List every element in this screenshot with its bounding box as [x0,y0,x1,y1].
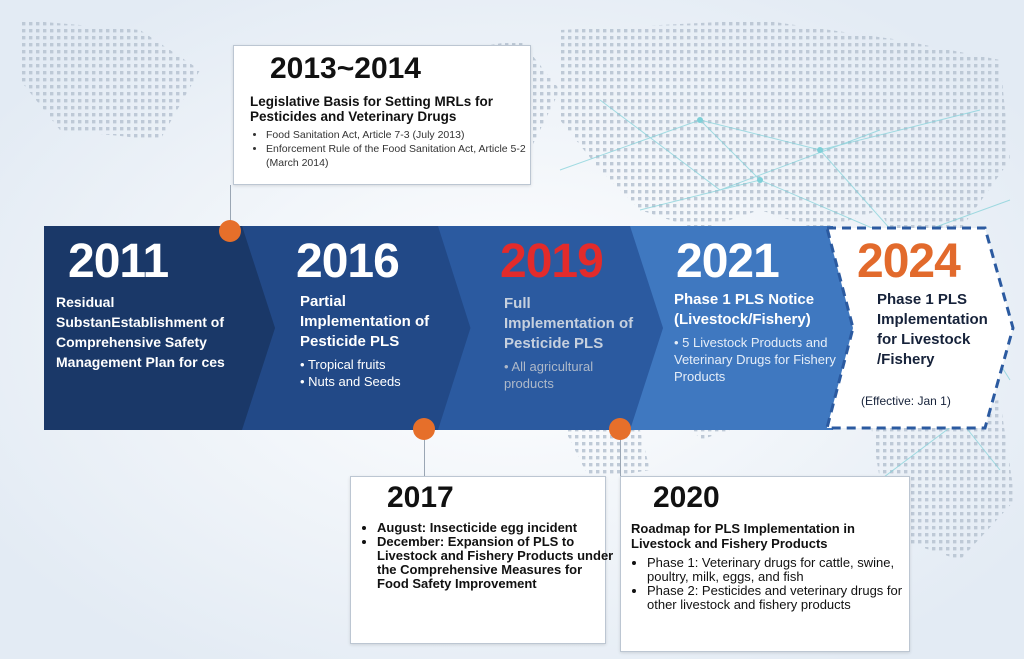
step-year: 2016 [296,235,400,288]
timeline-step-2021: 2021 Phase 1 PLS Notice (Livestock/Fishe… [630,226,866,430]
callout-2020: 2020 Roadmap for PLS Implementation in L… [620,476,910,652]
step-bullet: All agricultural products [504,358,634,392]
step-year: 2021 [676,235,780,288]
step-note: (Effective: Jan 1) [861,394,951,408]
callout-title: Legislative Basis for Setting MRLs for P… [250,94,494,124]
milestone-dot-2020 [609,418,631,440]
step-year: 2019 [500,235,604,288]
step-title: Partial Implementation of Pesticide PLS [300,293,430,350]
callout-bullet: December: Expansion of PLS to Livestock … [377,535,615,591]
step-bullet: Tropical fruits [300,356,440,373]
step-bullets: 5 Livestock Products and Veterinary Drug… [674,334,839,385]
callout-2013-2014: 2013~2014 Legislative Basis for Setting … [233,45,531,185]
callout-bullet: Phase 2: Pesticides and veterinary drugs… [647,584,911,612]
milestone-dot-2013 [219,220,241,242]
timeline-step-2011: 2011 Residual SubstanEstablishment of Co… [44,226,280,430]
callout-year: 2013~2014 [270,52,421,85]
step-title: Phase 1 PLS Notice (Livestock/Fishery) [674,291,815,328]
connector-line-2020 [620,432,621,476]
callout-title: Roadmap for PLS Implementation in Livest… [631,521,855,551]
timeline-step-2024: 2024 Phase 1 PLS Implementation for Live… [825,226,1015,430]
connector-line-2013 [230,185,231,233]
callout-bullet: August: Insecticide egg incident [377,521,615,535]
step-title: Residual SubstanEstablishment of Compreh… [56,294,225,370]
callout-bullet: Food Sanitation Act, Article 7-3 (July 2… [266,128,528,142]
callout-year: 2017 [387,481,454,514]
step-year: 2011 [68,235,169,288]
timeline-step-2016: 2016 Partial Implementation of Pesticide… [242,226,478,430]
step-bullets: Tropical fruits Nuts and Seeds [300,356,440,390]
connector-line-2017 [424,432,425,476]
step-bullet: Nuts and Seeds [300,373,440,390]
step-bullets: All agricultural products [504,358,634,392]
callout-bullet: Phase 1: Veterinary drugs for cattle, sw… [647,556,911,584]
milestone-dot-2017 [413,418,435,440]
step-title: Phase 1 PLS Implementation for Livestock… [877,291,988,368]
callout-bullets: Food Sanitation Act, Article 7-3 (July 2… [250,128,528,170]
step-title: Full Implementation of Pesticide PLS [504,295,634,352]
callout-bullets: August: Insecticide egg incident Decembe… [361,521,615,591]
dashed-arrow-outline [825,226,1015,430]
step-bullet: 5 Livestock Products and Veterinary Drug… [674,334,839,385]
callout-2017: 2017 August: Insecticide egg incident De… [350,476,613,644]
step-year: 2024 [857,235,961,288]
callout-year: 2020 [653,481,720,514]
timeline-step-2019: 2019 Full Implementation of Pesticide PL… [438,226,670,430]
callout-bullet: Enforcement Rule of the Food Sanitation … [266,142,528,170]
callout-bullets: Phase 1: Veterinary drugs for cattle, sw… [631,556,911,612]
